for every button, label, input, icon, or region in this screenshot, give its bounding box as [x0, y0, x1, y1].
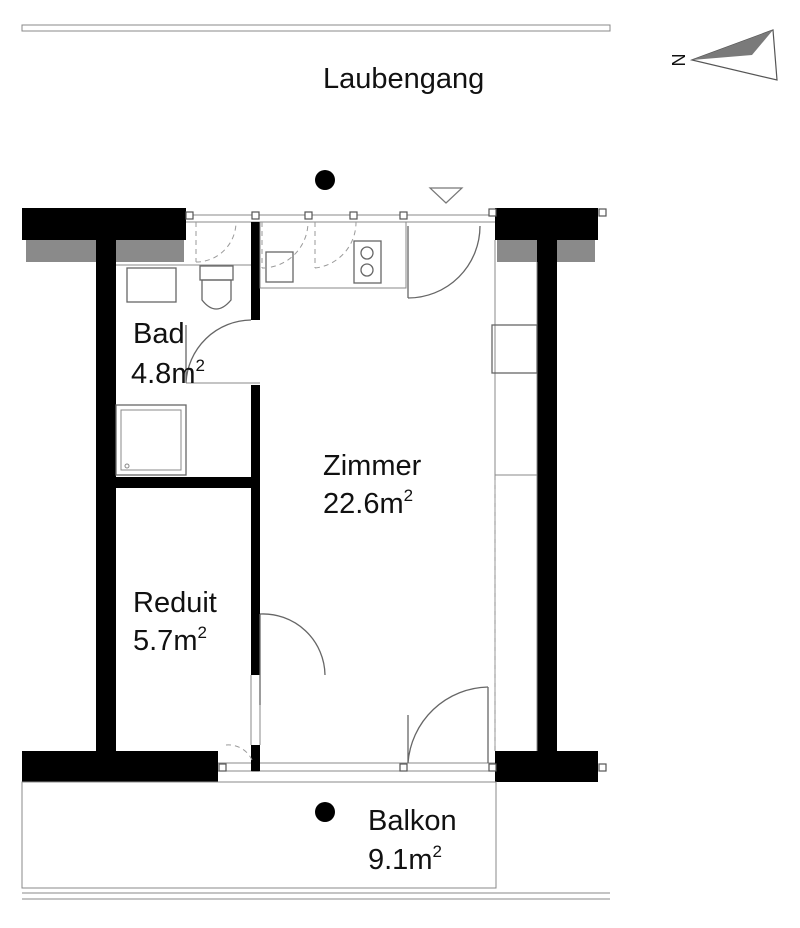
wall-right-vertical: [537, 208, 557, 752]
wall-reduit-bottom: [251, 745, 260, 771]
bath-door-swing: [185, 319, 252, 384]
north-arrow-fill: [692, 30, 773, 60]
svg-text:9.1m2: 9.1m2: [368, 842, 442, 876]
shower-tray-icon: [115, 404, 187, 476]
balcony-door-swing: [407, 686, 489, 764]
compass: N: [668, 29, 778, 81]
window-sill-right: [497, 240, 537, 262]
bath-window-swing: [195, 221, 237, 263]
compass-letter: N: [668, 54, 688, 67]
burner-icon: [360, 246, 374, 260]
room-label-reduit: Reduit 5.7m2: [133, 587, 217, 657]
kitchen-sink-icon: [265, 251, 294, 283]
bath-sink-icon: [126, 267, 177, 303]
kitchen-window-swing: [261, 221, 309, 269]
window-sill-left: [26, 240, 100, 262]
shower-tray-inner: [120, 409, 182, 471]
svg-text:Bad: Bad: [133, 318, 185, 350]
wall-bath-partition: [251, 222, 260, 320]
corridor-label: Laubengang: [323, 63, 484, 95]
reduit-window-swing: [225, 744, 253, 761]
svg-text:Zimmer: Zimmer: [323, 450, 422, 482]
balcony-marker-dot: [315, 802, 335, 822]
burner-icon-2: [360, 263, 374, 277]
kitchen-counter: [259, 221, 407, 289]
reduit-door-swing: [259, 613, 326, 705]
room-label-zimmer: Zimmer 22.6m2: [323, 450, 422, 520]
svg-text:22.6m2: 22.6m2: [323, 486, 413, 520]
wall-bath-partition-2: [251, 385, 260, 675]
kitchen-window-swing-2: [314, 221, 357, 269]
svg-text:5.7m2: 5.7m2: [133, 623, 207, 657]
room-label-balkon: Balkon 9.1m2: [368, 805, 457, 876]
room-label-bad: Bad 4.8m2: [131, 318, 205, 390]
toilet-tank-icon: [199, 265, 234, 281]
entrance-marker-dot: [315, 170, 335, 190]
wall-bottom-left: [22, 751, 218, 782]
wall-bath-reduit: [116, 477, 260, 488]
wall-bottom-right: [495, 751, 598, 782]
svg-text:Balkon: Balkon: [368, 805, 457, 837]
svg-text:Reduit: Reduit: [133, 587, 217, 619]
cooktop-icon: [353, 240, 382, 284]
wall-left-vertical: [96, 208, 116, 752]
entrance-triangle-icon: [428, 187, 464, 204]
fridge-icon: [491, 324, 538, 374]
shower-drain-icon: [124, 463, 130, 469]
corridor-rail: [21, 24, 611, 32]
toilet-bowl-icon: [201, 279, 232, 310]
window-sill-right-2: [557, 240, 595, 262]
window-posts: [185, 208, 607, 772]
svg-text:4.8m2: 4.8m2: [131, 356, 205, 390]
window-sill-left-2: [116, 240, 184, 262]
entrance-door-swing: [407, 225, 481, 299]
